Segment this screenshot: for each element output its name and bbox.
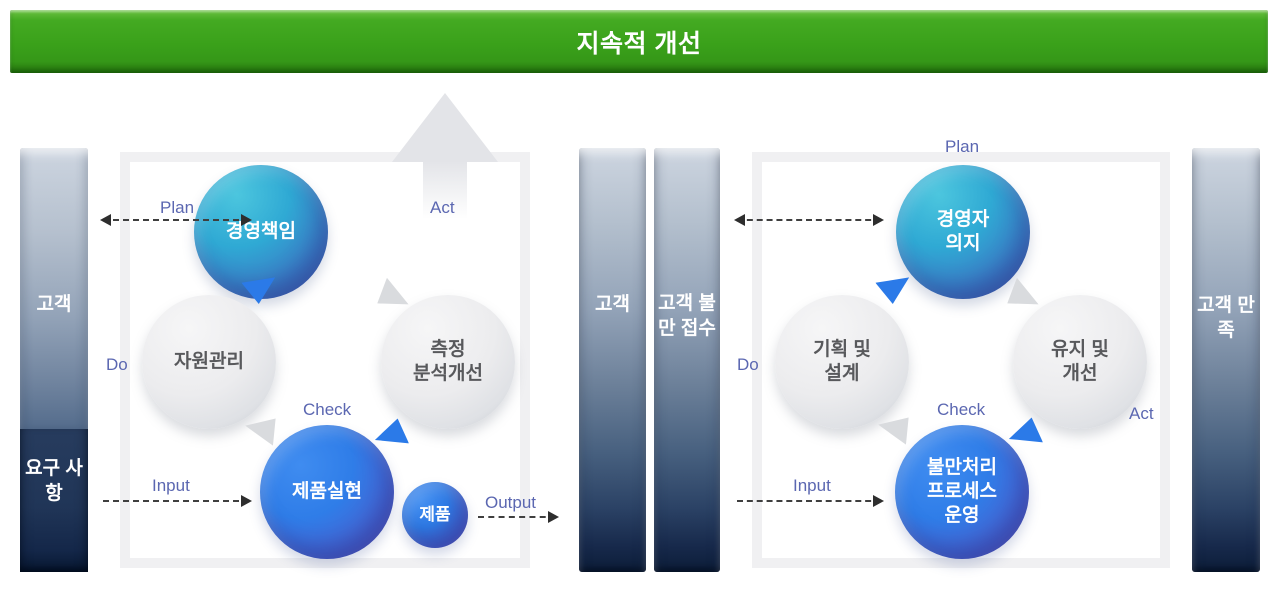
bar-requirements-segment: 요구 사항 [20, 429, 88, 572]
arrowhead-right-icon [241, 495, 252, 507]
bar-complaint-intake-label: 고객 불만 접수 [658, 293, 716, 339]
label-act-left: Act [430, 198, 455, 217]
label-plan-right: Plan [945, 137, 980, 156]
act-up-arrow-stem [423, 161, 467, 219]
label-check-left: Check [303, 400, 352, 419]
circle-maintenance-improvement: 유지 및 개선 [1013, 295, 1147, 429]
circle-measurement-analysis-improvement: 측정 분석개선 [381, 295, 515, 429]
bar-customer-top-segment: 고객 [20, 148, 88, 429]
label-input-left: Input [152, 476, 190, 495]
plan-dashed-arrow-right [734, 214, 884, 226]
circle-product: 제품 [402, 482, 468, 548]
banner-title: 지속적 개선 [576, 29, 702, 58]
bar-customer-satisfaction-label: 고객 만족 [1197, 295, 1255, 341]
input-dashed-arrow-right [737, 495, 884, 507]
arrowhead-left-icon [100, 214, 111, 226]
label-check-right: Check [937, 400, 986, 419]
bar-customer-label: 고객 [36, 294, 72, 315]
bar-customer-middle-label: 고객 [595, 294, 630, 315]
arrowhead-right-icon [548, 511, 559, 523]
bar-customer-satisfaction: 고객 만족 [1192, 148, 1260, 572]
label-output-left: Output [485, 493, 537, 512]
circle-product-realization: 제품실현 [260, 425, 394, 559]
label-plan-left: Plan [160, 198, 195, 217]
input-dashed-arrow-left [103, 495, 252, 507]
circle-management-responsibility: 경영책임 [194, 165, 328, 299]
output-dashed-arrow [478, 511, 559, 523]
bar-customer-requirements: 고객 요구 사항 [20, 148, 88, 572]
label-act-right: Act [1129, 404, 1154, 423]
continuous-improvement-banner: 지속적 개선 [10, 10, 1268, 73]
label-do-right: Do [737, 355, 759, 374]
circle-complaint-process-operation: 불만처리 프로세스 운영 [895, 425, 1029, 559]
arrowhead-right-icon [241, 214, 252, 226]
label-input-right: Input [793, 476, 831, 495]
bar-customer-middle: 고객 [579, 148, 646, 572]
act-up-arrow-icon [392, 93, 498, 162]
bar-requirements-label: 요구 사항 [25, 458, 83, 504]
bar-complaint-intake: 고객 불만 접수 [654, 148, 720, 572]
circle-planning-design: 기획 및 설계 [775, 295, 909, 429]
arrowhead-right-icon [873, 495, 884, 507]
arrowhead-left-icon [734, 214, 745, 226]
label-do-left: Do [106, 355, 128, 374]
arrowhead-right-icon [873, 214, 884, 226]
circle-management-commitment: 경영자 의지 [896, 165, 1030, 299]
circle-resource-management: 자원관리 [142, 295, 276, 429]
plan-dashed-arrow-left [100, 214, 252, 226]
